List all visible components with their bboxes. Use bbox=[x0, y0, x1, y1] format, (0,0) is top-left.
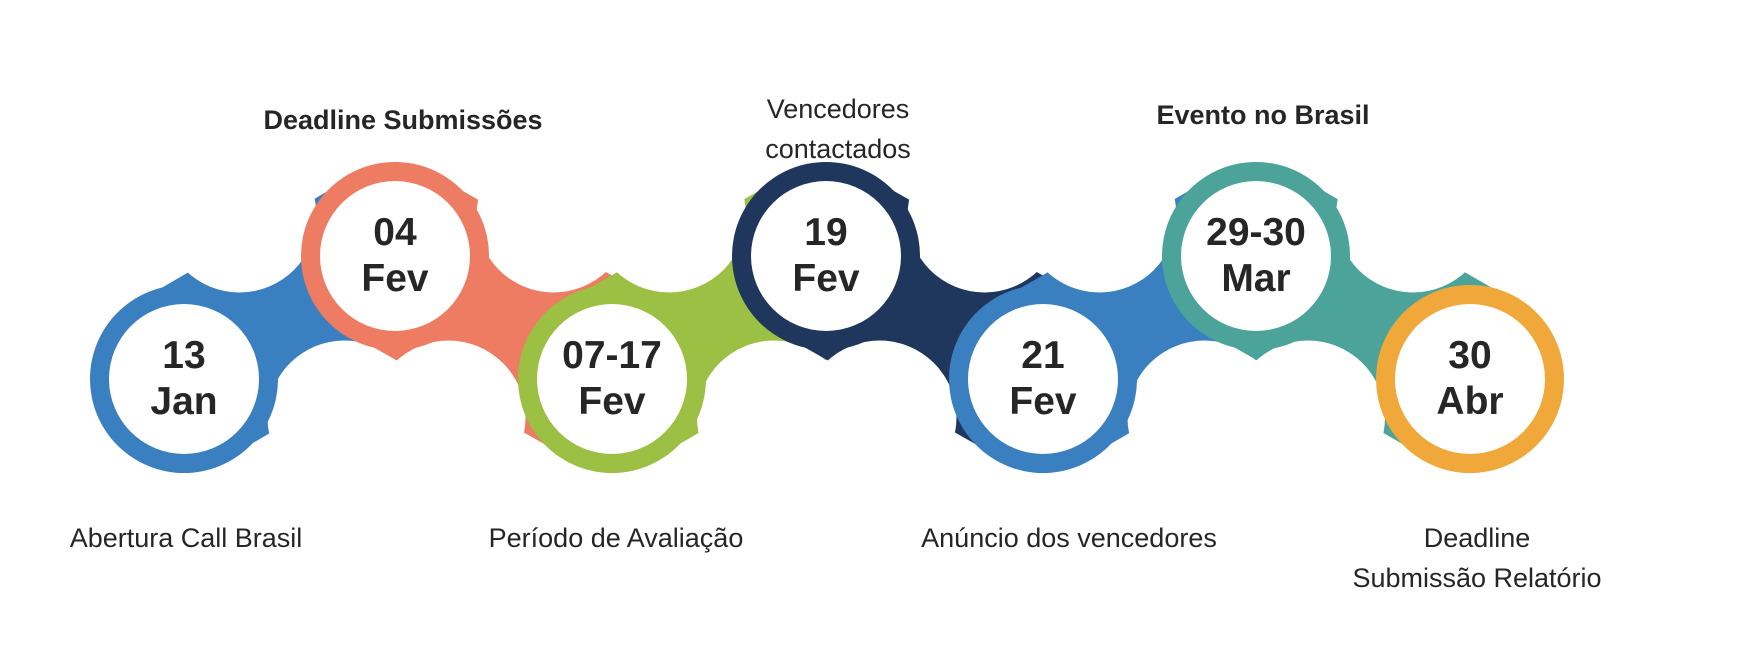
label-vencedores-contactados: Vencedores contactados bbox=[765, 89, 911, 169]
label-abertura: Abertura Call Brasil bbox=[69, 523, 303, 553]
connector-cutout bbox=[697, 340, 851, 495]
milestone-day: 19 bbox=[804, 211, 848, 254]
milestone-inner bbox=[109, 304, 259, 454]
milestone-inner bbox=[751, 181, 901, 331]
milestone-day: 29-30 bbox=[1206, 211, 1306, 254]
milestone-month: Fev bbox=[1009, 380, 1077, 423]
label-line: Vencedores bbox=[766, 94, 910, 124]
milestone-day: 30 bbox=[1448, 334, 1492, 377]
label-deadline-submissoes: Deadline Submissões bbox=[263, 105, 543, 135]
milestone-day: 13 bbox=[162, 334, 206, 377]
milestone-day: 21 bbox=[1021, 334, 1065, 377]
milestone-inner bbox=[1181, 181, 1331, 331]
milestone-month: Abr bbox=[1436, 380, 1504, 423]
milestone-day: 07-17 bbox=[562, 334, 662, 377]
label-anuncio: Anúncio dos vencedores bbox=[921, 523, 1217, 553]
milestone-month: Fev bbox=[361, 257, 429, 300]
label-deadline-relatorio: Deadline Submissão Relatório bbox=[1352, 518, 1601, 598]
milestone-month: Jan bbox=[150, 380, 218, 423]
label-line: Deadline bbox=[1423, 523, 1531, 553]
connector-cutout bbox=[1231, 340, 1385, 495]
milestone-month: Fev bbox=[578, 380, 646, 423]
milestone-inner bbox=[968, 304, 1118, 454]
connector-cutout bbox=[162, 138, 317, 293]
connector-cutout bbox=[592, 138, 746, 293]
milestone-inner bbox=[1395, 304, 1545, 454]
label-avaliacao: Período de Avaliação bbox=[488, 523, 744, 553]
connector-cutout bbox=[1336, 138, 1490, 293]
label-line: contactados bbox=[765, 134, 911, 164]
milestone-month: Mar bbox=[1221, 257, 1291, 300]
label-line: Submissão Relatório bbox=[1352, 563, 1602, 593]
milestone-inner bbox=[537, 304, 687, 454]
milestone-inner bbox=[320, 181, 470, 331]
connector-cutout bbox=[907, 138, 1062, 293]
milestone-month: Fev bbox=[792, 257, 860, 300]
connector-cutout bbox=[371, 340, 526, 495]
connector-cutout bbox=[1022, 138, 1177, 293]
milestone-day: 04 bbox=[373, 211, 417, 254]
connector-cutout bbox=[476, 138, 631, 293]
label-evento-brasil: Evento no Brasil bbox=[1156, 100, 1370, 130]
connector-cutout bbox=[802, 340, 957, 495]
